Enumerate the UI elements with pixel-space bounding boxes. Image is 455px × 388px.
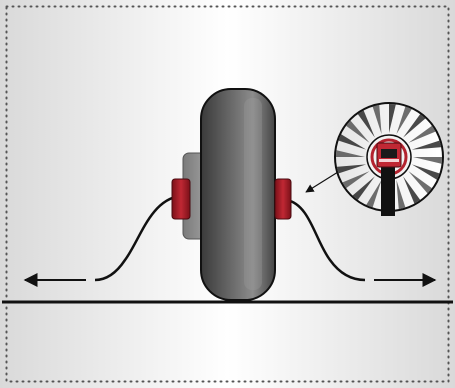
disc-spoke <box>413 157 442 166</box>
tire-highlight <box>244 98 262 290</box>
left-curve <box>94 194 181 282</box>
callout-pointer <box>305 171 339 193</box>
brake-caliper-left <box>171 178 191 220</box>
tire <box>200 88 276 301</box>
disc-spoke <box>411 138 442 150</box>
disc-spoke <box>389 104 398 133</box>
brake-caliper-right <box>274 178 292 220</box>
disc-spoke <box>336 148 365 157</box>
disc-spoke <box>370 104 382 135</box>
dotted-border <box>5 5 450 383</box>
disc-spoke <box>336 164 367 176</box>
detail-callout <box>334 102 444 216</box>
right-curve <box>286 198 366 282</box>
disc-spoke <box>396 179 408 210</box>
